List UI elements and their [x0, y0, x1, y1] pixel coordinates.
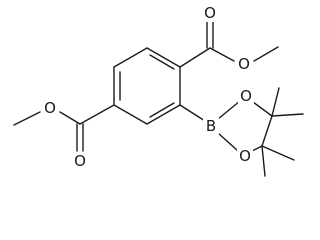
- ring-to-boron-bond: [179, 104, 206, 122]
- atom-label-o: O: [240, 87, 252, 105]
- ring-double-bond-top: [149, 54, 175, 70]
- methyl-bond: [261, 145, 295, 161]
- methyl-ester-left: O O: [13, 99, 115, 170]
- atom-label-o: O: [74, 152, 86, 170]
- o-upper-c-bond: [252, 101, 273, 117]
- methyl-ester-upper: O O: [179, 4, 279, 73]
- atom-label-o: O: [44, 99, 56, 117]
- o-methyl-bond: [253, 46, 279, 62]
- atom-label-o: O: [238, 55, 250, 73]
- ring-bond-6: [113, 47, 148, 68]
- benzene-ring: [113, 47, 181, 125]
- o-methyl-bond: [13, 111, 41, 126]
- atom-label-b: B: [206, 117, 216, 135]
- boron-o-upper-bond: [217, 100, 241, 120]
- methyl-bond: [271, 87, 280, 117]
- ring-double-bond-bottom: [149, 102, 175, 118]
- atom-label-o: O: [204, 4, 216, 22]
- ring-bond-3: [146, 104, 181, 125]
- ester-c-o-bond: [209, 47, 235, 62]
- ring-bond-1: [146, 47, 181, 68]
- boron-o-lower-bond: [217, 132, 239, 152]
- c-c-bond: [261, 115, 273, 147]
- ester-c-o-bond: [59, 111, 81, 125]
- ring-to-carbonyl-bond: [79, 104, 115, 125]
- atom-label-o: O: [239, 147, 251, 165]
- chemical-structure: O O O O B O O: [13, 4, 304, 177]
- o-lower-c-bond: [251, 145, 263, 152]
- methyl-bond: [271, 113, 304, 117]
- ring-to-carbonyl-bond: [179, 47, 211, 68]
- pinacol-boronate: B O O: [179, 87, 304, 177]
- ring-bond-4: [113, 104, 148, 125]
- methyl-bond: [261, 145, 266, 177]
